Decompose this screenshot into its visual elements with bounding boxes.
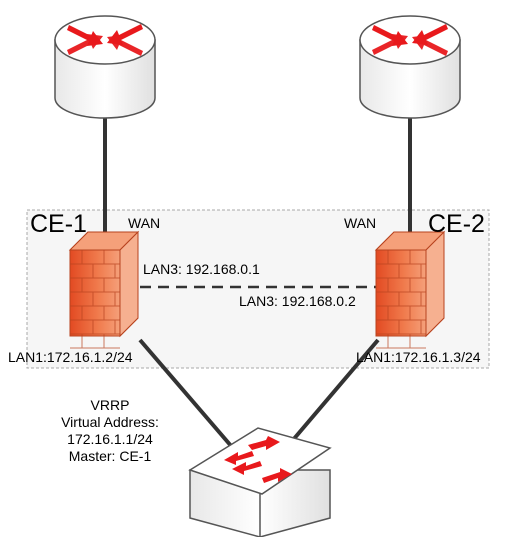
- ce2-wan-label: WAN: [344, 215, 377, 231]
- ce1-lan1-label: LAN1:172.16.1.2/24: [8, 349, 133, 365]
- ce1-lan3-label: LAN3: 192.168.0.1: [143, 261, 260, 277]
- firewall-icon: [374, 230, 446, 349]
- router-icon: [54, 15, 156, 119]
- firewall-icon: [68, 230, 140, 349]
- switch-icon: [188, 427, 332, 537]
- ce2-lan3-label: LAN3: 192.168.0.2: [239, 293, 356, 309]
- lan1-link-ce2: [285, 338, 380, 449]
- ce2-label: CE-2: [428, 210, 485, 238]
- lan1-link-ce1: [138, 338, 234, 449]
- vrrp-title: VRRP: [90, 397, 130, 413]
- ce2-lan1-label: LAN1:172.16.1.3/24: [356, 349, 481, 365]
- vrrp-virtual-address-label: Virtual Address:: [61, 414, 159, 430]
- vrrp-virtual-address: 172.16.1.1/24: [67, 431, 153, 447]
- router-icon: [359, 15, 461, 119]
- ce1-label: CE-1: [30, 210, 87, 238]
- vrrp-info: VRRP Virtual Address: 172.16.1.1/24 Mast…: [30, 397, 190, 465]
- ce1-wan-label: WAN: [128, 215, 161, 231]
- vrrp-master: Master: CE-1: [68, 448, 152, 464]
